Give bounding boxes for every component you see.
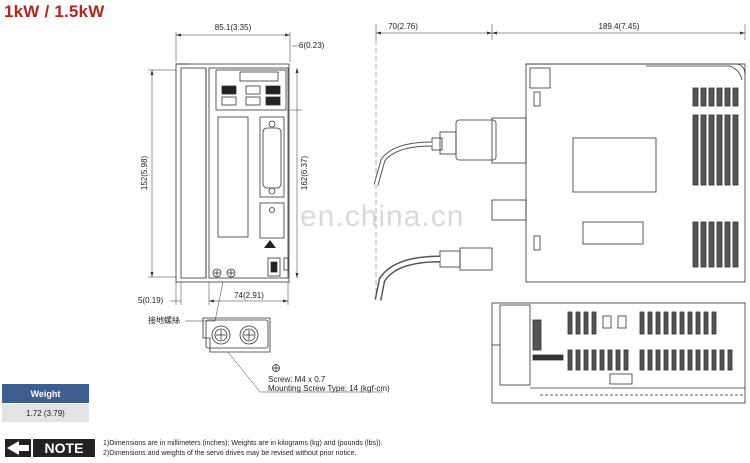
page-title: 1kW / 1.5kW [4,2,105,21]
weight-value: 1.72 (3.79) [2,403,89,422]
screw-spec-line1: Screw: M4 x 0.7 [268,375,326,384]
note-text: 1)Dimensions are in millimeters (inches)… [103,439,383,459]
front-view [148,32,302,322]
note-icon: NOTE [5,439,95,457]
dim-side-connector: 70(2.76) [388,22,418,31]
dim-top-width: 85.1(3.35) [215,23,252,32]
watermark-text: en.china.cn [300,200,465,233]
note-line-1: 1)Dimensions are in millimeters (inches)… [103,440,383,447]
screw-detail [202,317,383,393]
ground-screw-label: 接地螺絲 [148,315,180,325]
dim-bottom-small: 5(0.19) [138,296,164,305]
weight-table: Weight 1.72 (3.79) [2,384,89,422]
dim-left-height: 152(5.98) [140,156,149,191]
bottom-view [491,302,746,404]
dim-top-offset: 6(0.23) [299,41,325,50]
side-view [373,24,746,301]
screw-spec-line2: Mounting Screw Type: 14 (kgf-cm) [268,384,390,393]
note-line-2: 2)Dimensions and weights of the servo dr… [103,450,357,457]
note-label: NOTE [45,440,84,456]
dim-side-depth: 189.4(7.45) [599,22,640,31]
vent-slots [692,87,739,268]
dim-bottom-width: 74(2.91) [234,291,264,300]
bottom-vent-slots [567,311,733,371]
dim-inner-height: 162(6.37) [300,156,309,191]
weight-header: Weight [2,384,89,403]
